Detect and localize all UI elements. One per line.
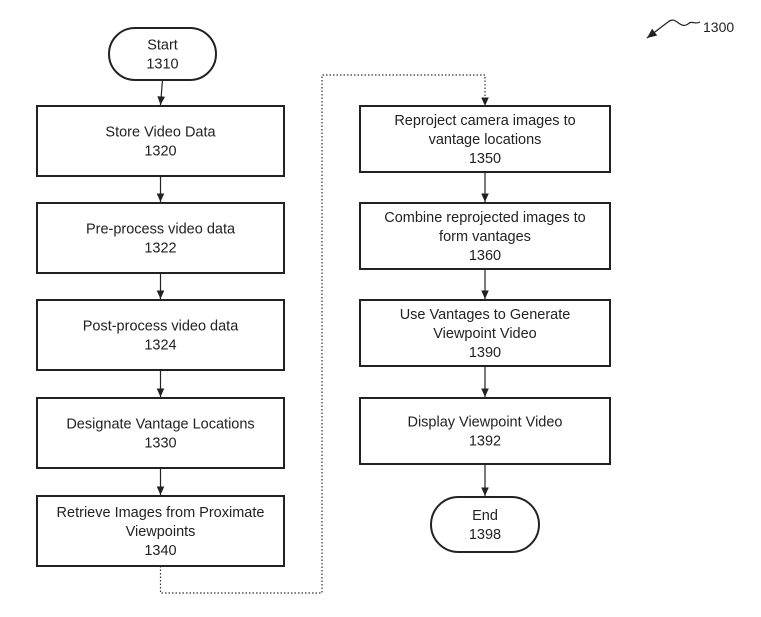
- node-number: 1322: [144, 241, 176, 257]
- node-label: End: [472, 508, 498, 524]
- node-n1322: Pre-process video data 1322: [36, 202, 285, 274]
- node-end: End 1398: [430, 496, 540, 553]
- figure-reference: 1300: [646, 19, 734, 39]
- process-box: [359, 202, 611, 270]
- node-number: 1392: [469, 434, 501, 450]
- node-label: form vantages: [439, 229, 531, 245]
- node-number: 1310: [146, 57, 178, 73]
- node-n1360: Combine reprojected images to form vantag…: [359, 202, 611, 270]
- process-box: [36, 299, 285, 371]
- node-number: 1320: [144, 144, 176, 160]
- node-n1330: Designate Vantage Locations 1330: [36, 397, 285, 469]
- node-number: 1360: [469, 248, 501, 264]
- node-n1324: Post-process video data 1324: [36, 299, 285, 371]
- node-label: Use Vantages to Generate: [400, 307, 571, 323]
- node-label: Start: [147, 38, 178, 54]
- figure-reference-number: 1300: [703, 19, 734, 35]
- node-number: 1324: [144, 338, 176, 354]
- node-label: Reproject camera images to: [394, 113, 575, 129]
- process-box: [36, 397, 285, 469]
- flow-connectors: [156, 74, 489, 594]
- connector-n1340-to-n1350: [159, 74, 489, 594]
- process-box: [359, 105, 611, 173]
- node-label: Store Video Data: [105, 125, 216, 141]
- process-box: [36, 105, 285, 177]
- node-number: 1350: [469, 151, 501, 167]
- process-box: [36, 202, 285, 274]
- terminal-shape: [108, 27, 217, 81]
- node-start: Start 1310: [108, 27, 217, 81]
- figure-reference-arrow: [646, 21, 669, 39]
- node-label: Viewpoints: [126, 524, 196, 540]
- node-label: Designate Vantage Locations: [66, 417, 254, 433]
- node-label: Viewpoint Video: [433, 326, 536, 342]
- node-n1350: Reproject camera images to vantage locati…: [359, 105, 611, 173]
- node-label: Retrieve Images from Proximate: [57, 505, 265, 521]
- node-number: 1390: [469, 345, 501, 361]
- node-number: 1330: [144, 436, 176, 452]
- arrow-start-to-n1320: [157, 79, 166, 106]
- node-n1320: Store Video Data 1320: [36, 105, 285, 177]
- node-label: vantage locations: [429, 132, 542, 148]
- node-n1340: Retrieve Images from ProximateViewpoints…: [36, 495, 285, 567]
- node-number: 1340: [144, 543, 176, 559]
- node-number: 1398: [469, 527, 501, 543]
- node-label: Post-process video data: [83, 319, 239, 335]
- process-box: [36, 495, 285, 567]
- node-n1392: Display Viewpoint Video 1392: [359, 397, 611, 465]
- node-label: Combine reprojected images to: [384, 210, 586, 226]
- terminal-shape: [430, 496, 540, 553]
- figure-reference-leader: [667, 19, 701, 26]
- process-box: [359, 299, 611, 367]
- process-box: [359, 397, 611, 465]
- node-label: Pre-process video data: [86, 222, 236, 238]
- node-label: Display Viewpoint Video: [407, 415, 562, 431]
